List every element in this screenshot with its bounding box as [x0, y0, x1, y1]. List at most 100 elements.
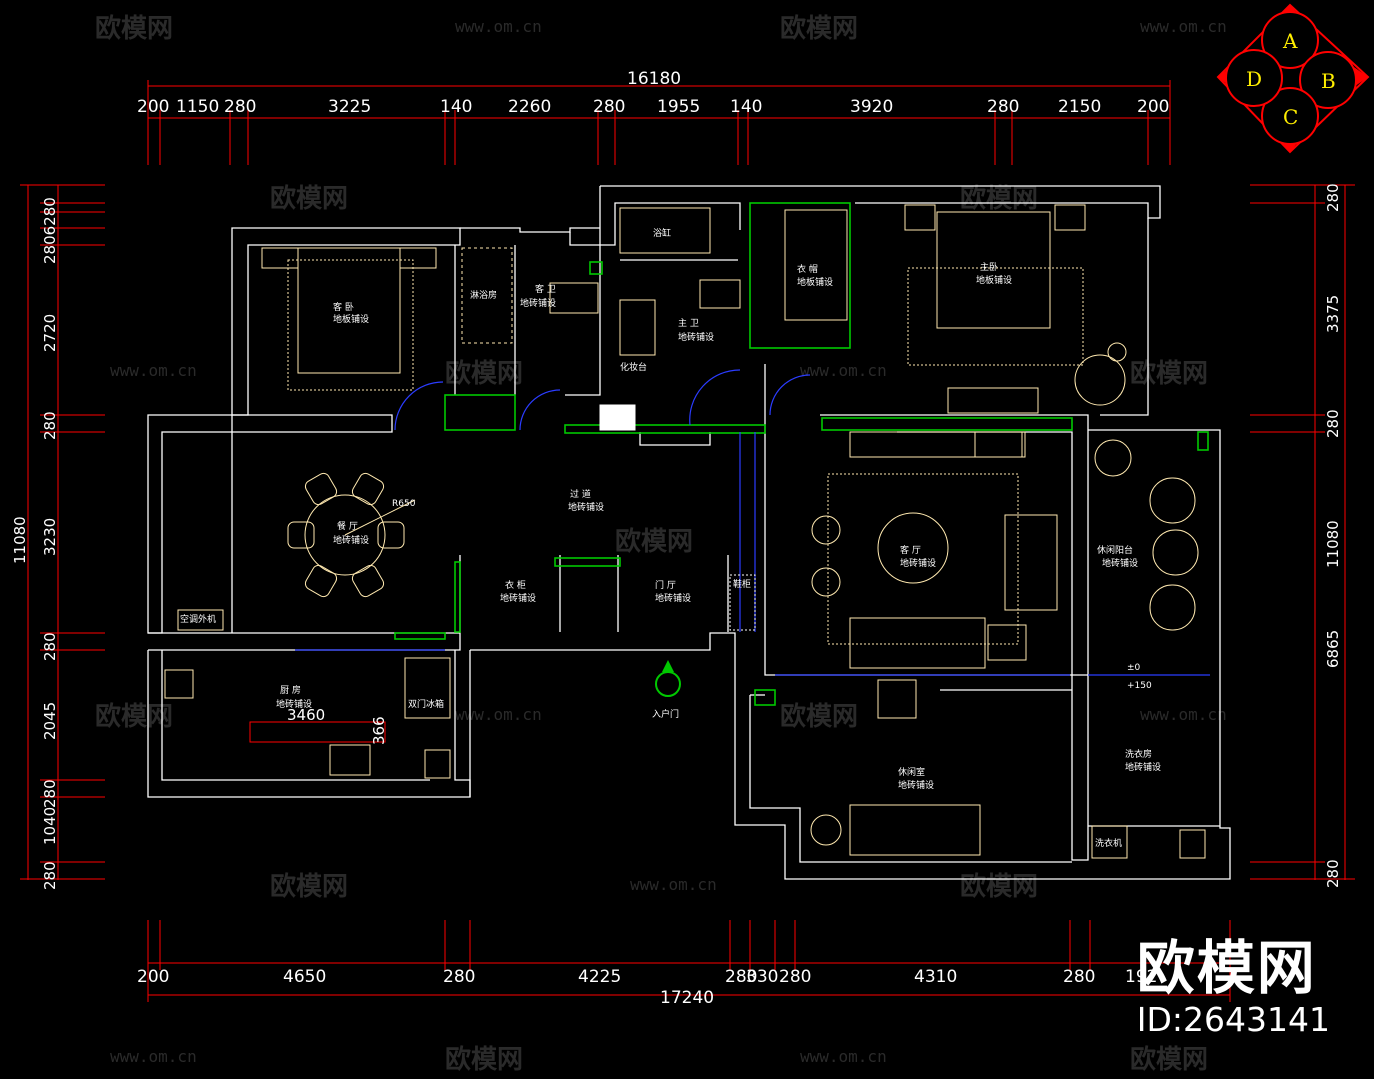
svg-text:欧模网: 欧模网	[615, 526, 693, 557]
watermark-logo: 欧模网	[780, 701, 858, 732]
watermark-url: www.om.cn	[110, 1047, 197, 1066]
watermark-url: www.om.cn	[800, 361, 887, 380]
kitchen-depth-label: 366	[370, 716, 388, 745]
svg-text:浴缸: 浴缸	[653, 227, 671, 239]
watermark-logo: 欧模网	[615, 526, 693, 557]
svg-text:地砖铺设: 地砖铺设	[900, 557, 936, 569]
svg-text:欧模网: 欧模网	[445, 358, 523, 389]
svg-text:地砖铺设: 地砖铺设	[333, 534, 369, 546]
svg-text:过 道: 过 道	[570, 488, 591, 500]
svg-text:±0: ±0	[1127, 663, 1141, 673]
svg-text:280: 280	[41, 632, 59, 661]
svg-text:淋浴房: 淋浴房	[470, 289, 497, 301]
svg-text:280: 280	[987, 97, 1019, 117]
svg-text:入户门: 入户门	[652, 708, 679, 720]
brand-stamp: 欧模网 ID:2643141	[1137, 936, 1330, 1040]
windows	[394, 202, 1209, 706]
watermark-logo: 欧模网	[1130, 1044, 1208, 1075]
watermark-url: www.om.cn	[455, 705, 542, 724]
svg-text:餐 厅: 餐 厅	[337, 520, 358, 532]
svg-text:休闲阳台: 休闲阳台	[1097, 544, 1133, 556]
svg-text:C: C	[1283, 105, 1298, 129]
svg-text:空调外机: 空调外机	[180, 613, 216, 625]
dim-bottom-total: 17240	[660, 988, 714, 1008]
svg-text:地砖铺设: 地砖铺设	[655, 592, 691, 604]
svg-text:280: 280	[593, 97, 625, 117]
dining-radius-label: R650	[392, 499, 416, 509]
svg-text:3375: 3375	[1324, 295, 1342, 333]
left-dim-labels: 2806280 2720 280 3230 11080 280 2045 280…	[11, 197, 59, 890]
svg-text:3230: 3230	[41, 518, 59, 556]
brand-id: ID:2643141	[1136, 1000, 1330, 1039]
svg-text:欧模网: 欧模网	[780, 13, 858, 44]
svg-text:280: 280	[1063, 967, 1095, 987]
svg-text:200: 200	[137, 967, 169, 987]
svg-text:2260: 2260	[508, 97, 551, 117]
left-dimensions	[20, 184, 105, 880]
bottom-dimensions	[147, 920, 1231, 1002]
svg-text:休闲室: 休闲室	[898, 766, 925, 778]
watermark-logo: 欧模网	[95, 13, 173, 44]
dim-top-total: 16180	[627, 69, 681, 89]
watermark-url: www.om.cn	[800, 1047, 887, 1066]
svg-text:1150: 1150	[176, 97, 219, 117]
svg-text:主卧: 主卧	[980, 261, 998, 273]
svg-text:地砖铺设: 地砖铺设	[568, 501, 604, 513]
svg-text:地砖铺设: 地砖铺设	[1125, 761, 1161, 773]
watermark-url: www.om.cn	[1140, 17, 1227, 36]
svg-text:280: 280	[1324, 859, 1342, 888]
svg-text:洗衣机: 洗衣机	[1095, 837, 1122, 849]
svg-text:主 卫: 主 卫	[678, 317, 699, 329]
svg-text:11080: 11080	[1324, 520, 1342, 568]
svg-text:化妆台: 化妆台	[620, 361, 647, 373]
watermark-logo: 欧模网	[95, 701, 173, 732]
svg-text:2806280: 2806280	[41, 197, 59, 264]
svg-text:地砖铺设: 地砖铺设	[898, 779, 934, 791]
svg-text:2150: 2150	[1058, 97, 1101, 117]
right-dim-labels: 280 3375 280 6865 11080 280	[1324, 183, 1342, 888]
kitchen-width-label: 3460	[287, 706, 325, 724]
watermark-logo: 欧模网	[445, 358, 523, 389]
svg-text:地砖铺设: 地砖铺设	[678, 331, 714, 343]
watermark-logo: 欧模网	[270, 871, 348, 902]
entrance-marker	[655, 660, 681, 697]
watermark-url: www.om.cn	[1140, 705, 1227, 724]
svg-text:衣 柜: 衣 柜	[505, 579, 526, 591]
svg-text:192: 192	[1125, 967, 1157, 987]
right-dimensions	[1250, 184, 1355, 880]
svg-text:1955: 1955	[657, 97, 700, 117]
svg-text:D: D	[1246, 67, 1262, 91]
svg-text:地砖铺设: 地砖铺设	[520, 297, 556, 309]
top-dimensions	[147, 80, 1171, 165]
top-dim-labels: 200 1150 280 3225 140 2260 280 1955 140 …	[137, 97, 1169, 117]
svg-text:地板铺设: 地板铺设	[333, 313, 369, 325]
watermark-logo: 欧模网	[270, 183, 348, 214]
svg-text:280: 280	[1324, 183, 1342, 212]
watermark-url: www.om.cn	[110, 361, 197, 380]
compass-icon: A B C D	[1216, 3, 1370, 154]
watermark-logo: 欧模网	[780, 13, 858, 44]
svg-text:门 厅: 门 厅	[655, 579, 676, 591]
svg-text:1040: 1040	[41, 807, 59, 845]
svg-text:3225: 3225	[328, 97, 371, 117]
doors	[295, 369, 1210, 676]
svg-text:欧模网: 欧模网	[95, 13, 173, 44]
svg-text:客 卫: 客 卫	[535, 283, 556, 295]
svg-text:280: 280	[224, 97, 256, 117]
svg-text:欧模网: 欧模网	[780, 701, 858, 732]
svg-text:衣 帽: 衣 帽	[797, 263, 818, 275]
svg-text:欧模网: 欧模网	[960, 183, 1038, 214]
svg-text:280: 280	[1324, 409, 1342, 438]
svg-text:地砖铺设: 地砖铺设	[276, 698, 312, 710]
watermark-logo: 欧模网	[445, 1044, 523, 1075]
svg-text:11080: 11080	[11, 516, 29, 564]
svg-text:地砖铺设: 地砖铺设	[500, 592, 536, 604]
svg-text:140: 140	[730, 97, 762, 117]
svg-text:200: 200	[1137, 97, 1169, 117]
svg-text:B: B	[1321, 69, 1336, 93]
watermark-logo: 欧模网	[1130, 358, 1208, 389]
svg-text:欧模网: 欧模网	[1130, 1044, 1208, 1075]
furniture	[164, 204, 1206, 859]
svg-text:地砖铺设: 地砖铺设	[1102, 557, 1138, 569]
